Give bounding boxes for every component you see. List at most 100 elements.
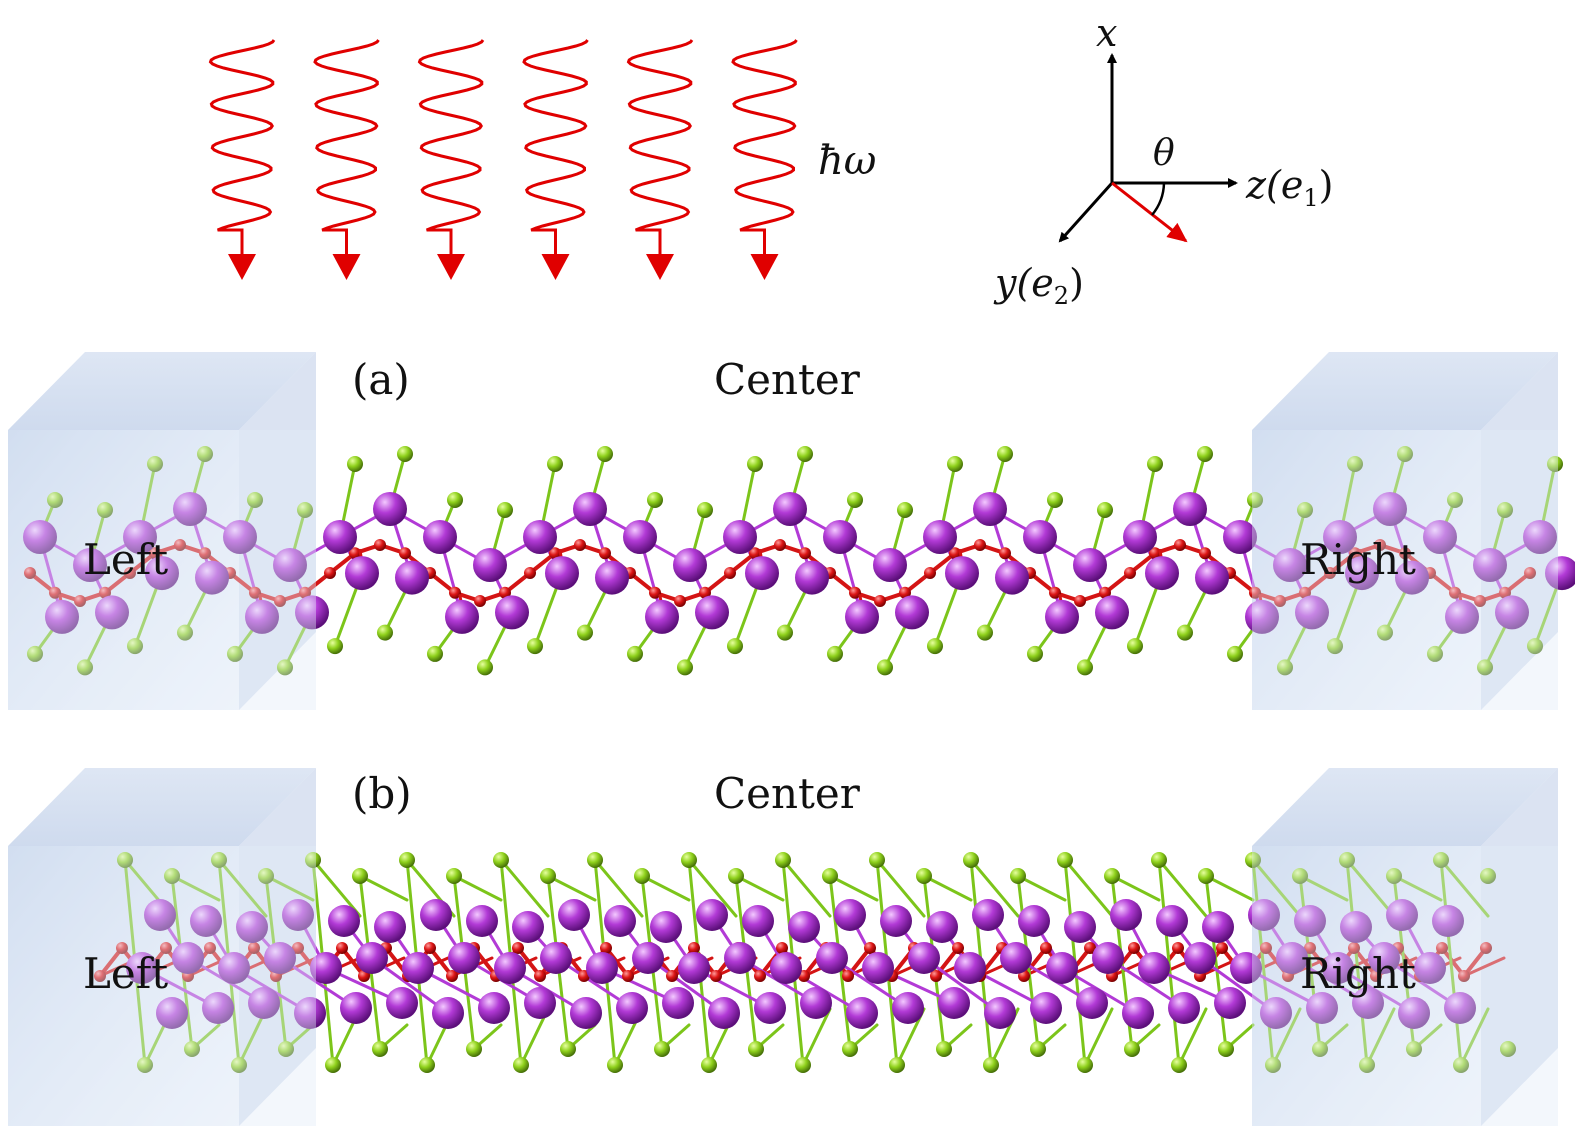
halogen-atom bbox=[1147, 456, 1163, 472]
oxygen-atom bbox=[524, 567, 536, 579]
halogen-atom bbox=[540, 868, 556, 884]
halogen-atom bbox=[1077, 659, 1093, 676]
halogen-atom bbox=[278, 1041, 294, 1057]
oxygen-atom bbox=[1299, 586, 1311, 599]
oxygen-atom bbox=[324, 567, 336, 579]
photon-energy-label: ħω bbox=[818, 138, 876, 184]
photon-arrowhead bbox=[228, 254, 256, 280]
metal-atom bbox=[1023, 520, 1057, 554]
metal-atom bbox=[145, 556, 179, 591]
angle-arc bbox=[1151, 182, 1166, 216]
halogen-atom bbox=[347, 456, 363, 472]
metal-atom bbox=[1306, 992, 1338, 1024]
oxygen-atom bbox=[549, 547, 561, 560]
oxygen-atom bbox=[1128, 942, 1140, 954]
halogen-atom bbox=[397, 446, 413, 462]
halogen-atom bbox=[527, 638, 543, 655]
metal-atom bbox=[586, 952, 618, 984]
oxygen-atom bbox=[930, 970, 942, 982]
bond bbox=[1462, 956, 1506, 978]
oxygen-atom bbox=[924, 567, 936, 579]
oxygen-atom bbox=[249, 586, 261, 599]
halogen-atom bbox=[634, 868, 650, 884]
metal-atom bbox=[1414, 952, 1446, 984]
halogen-atom bbox=[1359, 1057, 1375, 1073]
metal-atom bbox=[123, 520, 157, 554]
metal-atom bbox=[295, 595, 329, 630]
metal-atom bbox=[1432, 905, 1464, 937]
halogen-atom bbox=[747, 456, 763, 472]
oxygen-atom bbox=[1524, 567, 1536, 579]
metal-atom bbox=[616, 992, 648, 1024]
halogen-atom bbox=[869, 852, 885, 868]
oxygen-atom bbox=[574, 539, 586, 551]
bond bbox=[1345, 858, 1396, 918]
metal-atom bbox=[1110, 899, 1142, 931]
metal-atom bbox=[1373, 492, 1407, 526]
bond bbox=[1251, 858, 1275, 1067]
metal-atom bbox=[708, 997, 740, 1029]
oxygen-atom bbox=[299, 586, 311, 599]
metal-atom bbox=[972, 899, 1004, 931]
halogen-atom bbox=[1292, 868, 1308, 884]
halogen-atom bbox=[1010, 868, 1026, 884]
halogen-atom bbox=[1527, 638, 1543, 655]
halogen-atom bbox=[277, 659, 293, 676]
panel-a-tag: (a) bbox=[352, 355, 410, 404]
oxygen-atom bbox=[474, 595, 486, 607]
halogen-atom bbox=[748, 1041, 764, 1057]
metal-atom bbox=[1168, 992, 1200, 1024]
oxygen-atom bbox=[899, 586, 911, 599]
oxygen-atom bbox=[842, 970, 854, 982]
metal-atom bbox=[545, 556, 579, 591]
oxygen-atom bbox=[1324, 567, 1336, 579]
metal-atom bbox=[754, 992, 786, 1024]
halogen-atom bbox=[1197, 446, 1213, 462]
oxygen-atom bbox=[1274, 595, 1286, 607]
metal-atom bbox=[1145, 556, 1179, 591]
halogen-atom bbox=[227, 645, 243, 662]
bond bbox=[734, 874, 785, 902]
metal-atom bbox=[1445, 599, 1479, 634]
oxygen-atom bbox=[499, 586, 511, 599]
left-lead-b-overlay bbox=[8, 846, 316, 1126]
oxygen-atom bbox=[649, 586, 661, 599]
halogen-atom bbox=[117, 852, 133, 868]
oxygen-atom bbox=[24, 567, 36, 579]
oxygen-atom bbox=[292, 942, 304, 954]
halogen-atom bbox=[1047, 492, 1063, 508]
halogen-atom bbox=[1477, 659, 1493, 676]
oxygen-atom bbox=[424, 942, 436, 954]
oxygen-atom bbox=[74, 595, 86, 607]
metal-atom bbox=[773, 492, 807, 526]
right-lead-b-side bbox=[1481, 768, 1558, 1126]
metal-atom bbox=[195, 560, 229, 595]
right-lead-a-overlay bbox=[1252, 430, 1558, 710]
halogen-atom bbox=[727, 638, 743, 655]
oxygen-atom bbox=[699, 586, 711, 599]
metal-atom bbox=[1398, 997, 1430, 1029]
metal-atom bbox=[1030, 992, 1062, 1024]
halogen-atom bbox=[1127, 638, 1143, 655]
metal-atom bbox=[1230, 952, 1262, 984]
halogen-atom bbox=[1057, 852, 1073, 868]
metal-atom bbox=[908, 942, 940, 974]
bond bbox=[546, 874, 597, 902]
z-axis-label-main: z(e bbox=[1245, 163, 1303, 207]
oxygen-atom bbox=[1436, 942, 1448, 954]
polarization-arrow bbox=[1111, 181, 1188, 243]
bond bbox=[264, 874, 315, 902]
metal-atom bbox=[604, 905, 636, 937]
left-lead-a-top bbox=[8, 352, 316, 430]
halogen-atom bbox=[447, 492, 463, 508]
halogen-atom bbox=[477, 659, 493, 676]
oxygen-atom bbox=[1474, 595, 1486, 607]
metal-atom bbox=[1202, 911, 1234, 943]
metal-atom bbox=[800, 987, 832, 1019]
metal-atom bbox=[1395, 560, 1429, 595]
metal-atom bbox=[445, 599, 479, 634]
halogen-atom bbox=[1377, 624, 1393, 641]
metal-atom bbox=[923, 520, 957, 554]
oxygen-atom bbox=[1049, 586, 1061, 599]
halogen-atom bbox=[497, 502, 513, 518]
